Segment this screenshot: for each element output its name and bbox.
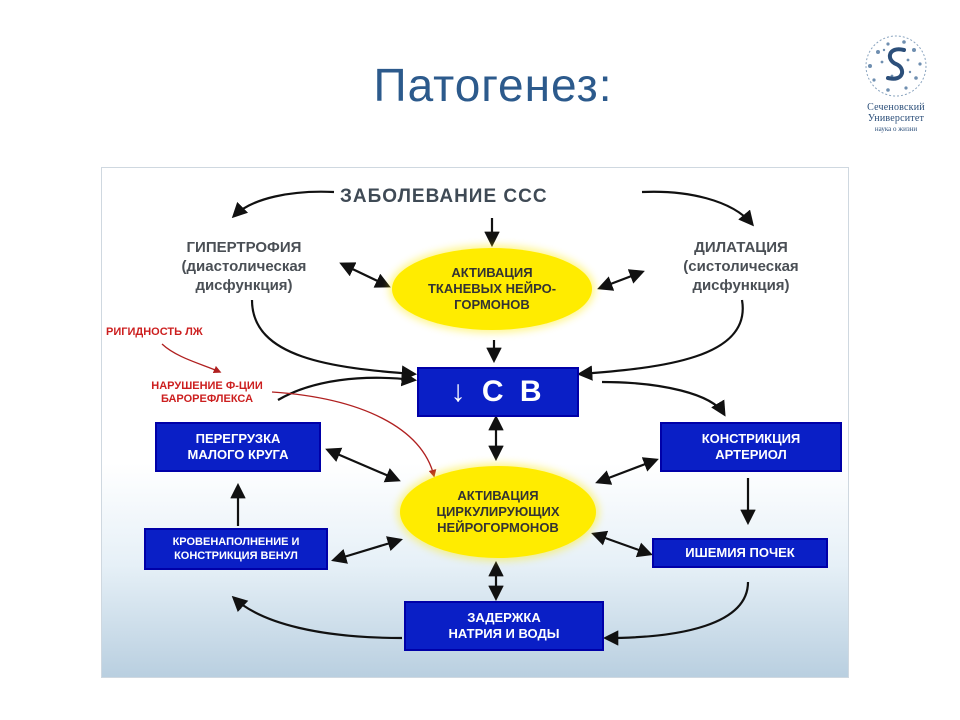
dilatation-line-1: ДИЛАТАЦИЯ: [694, 239, 788, 256]
logo-line-2: Университет: [867, 113, 925, 124]
tissue-line-2: ТКАНЕВЫХ НЕЙРО-: [427, 281, 557, 296]
cardiac-output-box: ↓ С В: [417, 367, 579, 417]
dilatation-label: ДИЛАТАЦИЯ (систолическая дисфункция): [646, 238, 836, 295]
dilatation-line-2: (систолическая: [683, 258, 799, 275]
slide-title: Патогенез:: [373, 59, 613, 111]
arteriole-constriction-box: КОНСТРИКЦИЯ АРТЕРИОЛ: [660, 422, 842, 472]
hypertrophy-line-3: дисфункция): [195, 277, 293, 294]
circulating-line-3: НЕЙРОГОРМОНОВ: [437, 520, 559, 535]
diagram-arrows: [161, 190, 756, 646]
baroreflex-note: НАРУШЕНИЕ Ф-ЦИИ БАРОРЕФЛЕКСА: [132, 380, 282, 406]
sodium-line-1: ЗАДЕРЖКА: [467, 610, 541, 625]
university-logo-text: Сеченовский Университет наука о жизни: [846, 102, 946, 135]
pulmonary-line-2: МАЛОГО КРУГА: [187, 447, 289, 462]
tissue-line-3: ГОРМОНОВ: [454, 297, 530, 312]
arteriole-line-2: АРТЕРИОЛ: [715, 447, 787, 462]
arteriole-line-1: КОНСТРИКЦИЯ: [701, 431, 801, 446]
logo-line-1: Сеченовский: [867, 102, 925, 113]
tissue-line-1: АКТИВАЦИЯ: [451, 265, 533, 280]
hypertrophy-line-1: ГИПЕРТРОФИЯ: [186, 239, 302, 256]
university-logo-icon: [865, 35, 927, 97]
venule-line-1: КРОВЕНАПОЛНЕНИЕ И: [172, 536, 300, 548]
venule-box: КРОВЕНАПОЛНЕНИЕ И КОНСТРИКЦИЯ ВЕНУЛ: [144, 528, 328, 570]
pathogenesis-diagram: ЗАБОЛЕВАНИЕ ССС ГИПЕРТРОФИЯ (диастоличес…: [101, 167, 849, 678]
circulating-line-1: АКТИВАЦИЯ: [457, 488, 539, 503]
disease-label: ЗАБОЛЕВАНИЕ ССС: [340, 186, 548, 207]
baroreflex-line-2: БАРОРЕФЛЕКСА: [160, 393, 254, 405]
sodium-line-2: НАТРИЯ И ВОДЫ: [448, 626, 560, 641]
renal-ischemia-box: ИШЕМИЯ ПОЧЕК: [652, 538, 828, 568]
dilatation-line-3: дисфункция): [692, 277, 790, 294]
pulmonary-line-1: ПЕРЕГРУЗКА: [195, 431, 281, 446]
sodium-retention-box: ЗАДЕРЖКА НАТРИЯ И ВОДЫ: [404, 601, 604, 651]
hypertrophy-label: ГИПЕРТРОФИЯ (диастолическая дисфункция): [144, 238, 344, 295]
circulating-line-2: ЦИРКУЛИРУЮЩИХ: [436, 504, 560, 519]
hypertrophy-line-2: (диастолическая: [181, 258, 307, 275]
circulating-neurohormone-ellipse: АКТИВАЦИЯ ЦИРКУЛИРУЮЩИХ НЕЙРОГОРМОНОВ: [400, 466, 596, 558]
tissue-neurohormone-ellipse: АКТИВАЦИЯ ТКАНЕВЫХ НЕЙРО- ГОРМОНОВ: [392, 248, 592, 330]
logo-line-3: наука о жизни: [874, 125, 918, 133]
venule-line-2: КОНСТРИКЦИЯ ВЕНУЛ: [174, 550, 298, 562]
pulmonary-overload-box: ПЕРЕГРУЗКА МАЛОГО КРУГА: [155, 422, 321, 472]
lv-rigidity-note: РИГИДНОСТЬ ЛЖ: [106, 326, 203, 338]
baroreflex-line-1: НАРУШЕНИЕ Ф-ЦИИ: [151, 380, 263, 392]
